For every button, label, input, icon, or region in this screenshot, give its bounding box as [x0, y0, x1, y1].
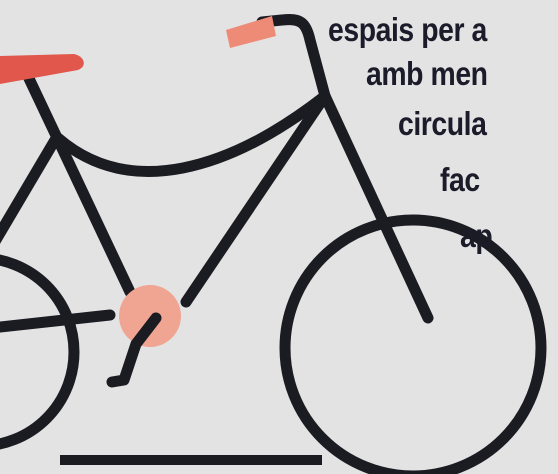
caption-text: espais per a amb men circula fac ap	[328, 0, 558, 300]
caption-line-5: ap	[460, 217, 493, 254]
chain-stay	[0, 309, 116, 333]
crank-disc	[119, 285, 181, 347]
seat-tube	[19, 64, 136, 298]
handlebar-grip	[226, 16, 276, 48]
saddle	[0, 54, 84, 84]
caption-line-3: circula	[398, 105, 487, 142]
down-tube	[180, 90, 331, 308]
caption-line-1: espais per a	[328, 11, 487, 48]
handlebar-stem	[256, 14, 331, 102]
rear-wheel	[0, 254, 80, 450]
caption-line-4: fac	[440, 161, 480, 198]
ground-line	[60, 455, 322, 465]
fork	[319, 90, 434, 324]
caption-line-2: amb men	[366, 55, 488, 92]
top-tube	[52, 90, 331, 177]
seat-stay	[0, 134, 61, 244]
front-wheel	[279, 214, 547, 474]
crank-arm	[106, 312, 162, 388]
